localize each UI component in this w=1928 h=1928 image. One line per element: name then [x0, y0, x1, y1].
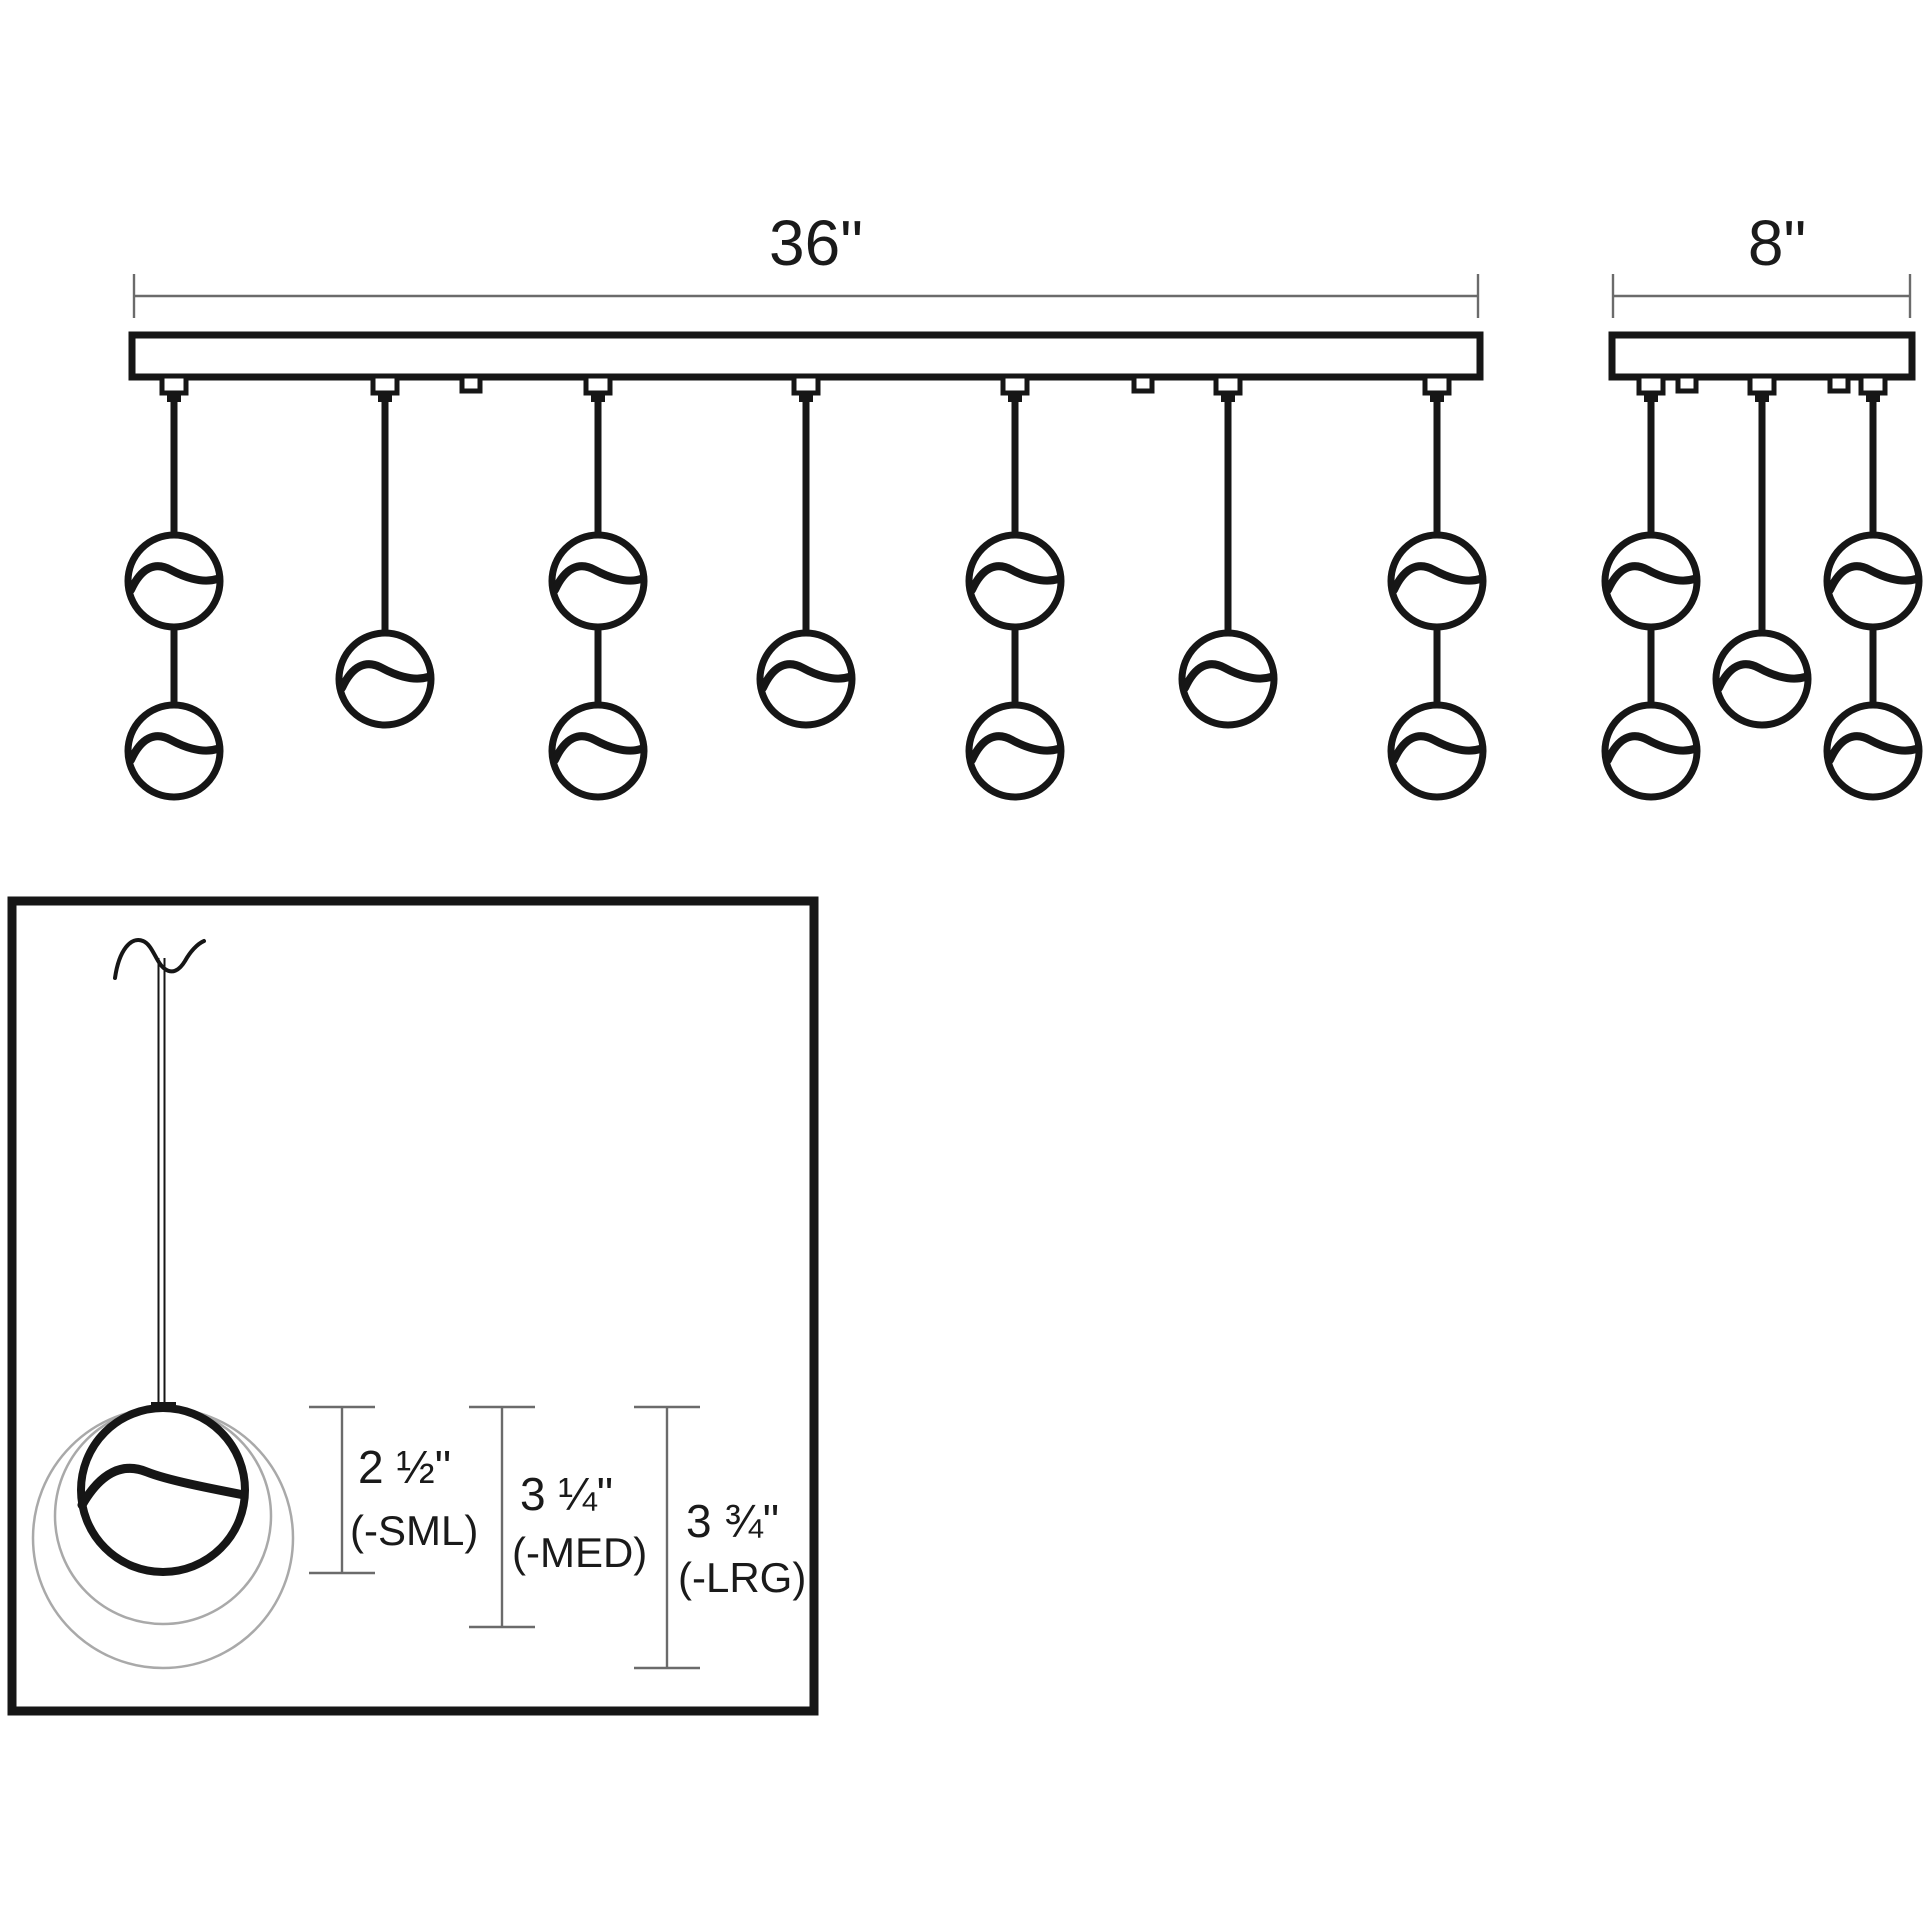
small-width-dimension-label: 8" [1748, 207, 1806, 279]
pendant-drop-single [1182, 376, 1274, 725]
measure-bar-med [469, 1405, 535, 1629]
pendant-drop-double [1605, 376, 1697, 797]
large-canopy-assembly: 36" [128, 207, 1483, 797]
small-dimension-line [1611, 274, 1912, 318]
size-lrg-code: (-LRG) [678, 1554, 806, 1601]
size-sml-code: (-SML) [350, 1507, 478, 1554]
large-canopy-bar [128, 331, 1484, 381]
large-dimension-line [132, 274, 1480, 318]
pendant-ball-wave [77, 1463, 249, 1510]
pendant-drop-double [969, 376, 1061, 797]
size-lrg-diameter: 3 ¾" [686, 1495, 779, 1547]
pendant-drop-single [1716, 376, 1808, 725]
detail-panel-border [7, 896, 819, 1716]
size-detail-panel: 2 ½" (-SML) 3 ¼" (-MED) 3 ¾" (-LRG) [7, 896, 819, 1716]
measure-bar-sml [309, 1405, 375, 1575]
knockout [1830, 376, 1848, 391]
knockout [462, 376, 480, 391]
small-canopy-assembly: 8" [1605, 207, 1919, 797]
size-sml-diameter: 2 ½" [358, 1441, 451, 1493]
cord-grip [151, 1402, 176, 1411]
pendant-drop-double [1391, 376, 1483, 797]
size-med-code: (-MED) [512, 1529, 647, 1576]
knockout [1134, 376, 1152, 391]
size-med-diameter: 3 ¼" [520, 1468, 613, 1520]
knockout [1678, 376, 1696, 391]
pendant-drop-double [128, 376, 220, 797]
pendant-drop-double [552, 376, 644, 797]
large-width-dimension-label: 36" [769, 207, 863, 279]
pendant-drop-single [339, 376, 431, 725]
measure-bar-lrg [634, 1405, 700, 1670]
pendant-drop-single [760, 376, 852, 725]
small-canopy-bar [1608, 331, 1916, 381]
pendant-drop-double [1827, 376, 1919, 797]
